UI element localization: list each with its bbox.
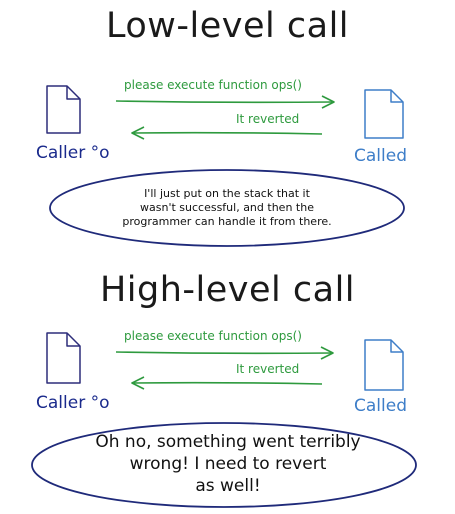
low-level-request-label: please execute function ops() [124, 78, 302, 92]
high-level-request-arrow [115, 346, 334, 360]
high-level-request-label: please execute function ops() [124, 329, 302, 343]
low-level-thought-bubble-outline [49, 169, 405, 247]
high-level-thought-bubble-outline [31, 422, 417, 508]
low-level-response-label: It reverted [236, 112, 300, 126]
high-level-caller-document-icon [46, 332, 81, 384]
high-level-title: High-level call [99, 270, 356, 310]
high-level-thought-bubble-text: Oh no, something went terribly wrong! I … [95, 432, 361, 496]
low-level-called-document-icon [364, 89, 404, 139]
high-level-response-arrow [131, 376, 323, 390]
high-level-caller-label: Caller °o [36, 393, 110, 413]
low-level-response-arrow [131, 126, 323, 140]
low-level-caller-document-icon [46, 85, 81, 134]
high-level-called-label: Called [354, 396, 407, 416]
low-level-caller-label: Caller °o [36, 143, 110, 163]
high-level-response-label: It reverted [236, 362, 300, 376]
low-level-thought-bubble-text: I'll just put on the stack that it wasn'… [122, 186, 332, 229]
high-level-called-document-icon [364, 339, 404, 391]
low-level-called-label: Called [354, 146, 407, 166]
low-level-title: Low-level call [105, 6, 350, 46]
low-level-request-arrow [115, 95, 335, 109]
